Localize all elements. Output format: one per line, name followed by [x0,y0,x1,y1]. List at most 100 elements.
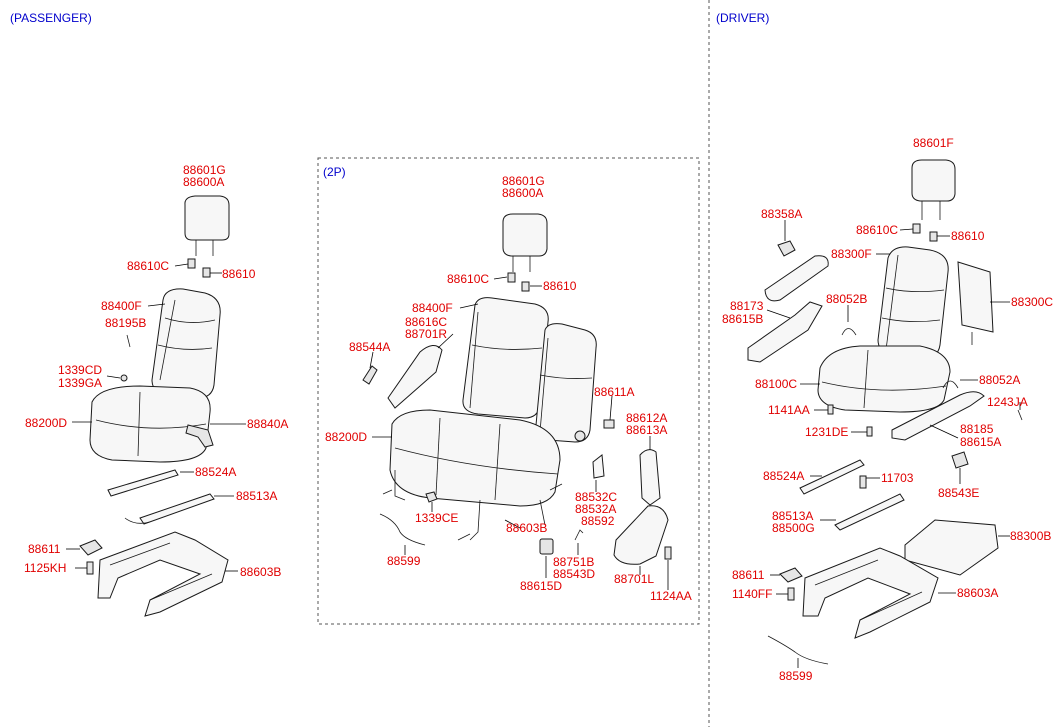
part-label: 88200D [325,430,367,444]
part-label: 88600A [183,175,224,189]
two-p-frame [394,470,546,541]
driver-cover [779,567,803,583]
part-label: 1125KH [24,561,66,575]
driver-arm-trim [747,301,823,363]
part-label: 88615D [520,579,562,593]
part-label: 88610 [951,229,985,243]
two-p-side-panel [387,345,443,409]
driver-side-trim [891,391,985,441]
two-p-headrest [502,213,548,257]
passenger-seat-back [151,288,221,399]
part-label: 88611 [28,542,61,556]
part-label: 88610C [127,259,169,273]
part-label: 1231DE [805,425,848,439]
two-p-latch [362,365,378,385]
part-label: 88300C [1011,295,1053,309]
part-label: 88543E [938,486,979,500]
two-p-bracket [592,454,605,479]
part-label: 1124AA [650,589,692,603]
part-label: 88599 [387,554,421,568]
part-label: 88612A [626,411,667,425]
passenger-guide-right [202,267,211,278]
two-p-seat-back-right [535,323,597,443]
passenger-cover [79,539,103,556]
passenger-labels: 88601G 88600A 88610C 88610 88400F 88195B… [24,163,288,579]
passenger-leader-lines [66,263,246,572]
part-label: 88615A [960,435,1001,449]
part-label: 88500G [772,521,815,535]
driver-guide-left [912,223,921,234]
driver-seat-back [877,246,949,359]
passenger-cushion [89,385,211,463]
driver-headrest [911,159,956,202]
two-p-clip [603,419,615,429]
part-label: 88052A [979,373,1020,387]
driver-armrest [764,255,829,302]
part-label: 88603B [240,565,281,579]
driver-pad [957,261,994,333]
driver-bolt [859,475,867,489]
part-label: 88592 [581,514,615,528]
driver-clip [841,328,857,336]
two-p-guide-right [521,281,530,292]
part-label: 88200D [25,416,67,430]
two-p-hinge-cover [639,449,661,506]
passenger-recline-handle [185,424,214,448]
driver-rail-upper [799,459,865,495]
two-p-cable [379,513,426,546]
part-label: 88532A [575,502,616,516]
driver-leader-lines [766,220,1021,668]
part-label: 88610C [856,223,898,237]
passenger-headrest [184,195,230,241]
part-label: 88611 [732,568,765,582]
section-title-2p: (2P) [323,165,346,179]
part-label: 88610 [543,279,577,293]
driver-frame [802,547,939,639]
passenger-frame [97,531,229,617]
two-p-bench-assembly [362,213,672,565]
two-p-seat-back-left [462,297,549,419]
part-label: 1339CD [58,363,102,377]
part-label: 88603A [957,586,998,600]
passenger-seat-assembly [79,195,230,617]
driver-screw-c [787,587,795,601]
two-p-labels: 88601G 88600A 88610C 88610 88400F 88616C… [325,174,692,603]
two-p-cover [539,538,554,555]
part-label: 1140FF [732,587,772,601]
part-label: 88100C [755,377,797,391]
passenger-rail-lower [139,493,215,525]
driver-guide-right [929,231,938,242]
driver-screw [827,404,834,415]
driver-rail-lower [834,493,905,531]
passenger-guide-left [187,258,196,269]
part-label: 1141AA [768,403,810,417]
part-label: 88400F [101,299,142,313]
part-label: 88601F [913,136,954,150]
part-label: 88610 [222,267,256,281]
driver-clip-b [942,380,959,389]
part-label: 88701L [614,572,654,586]
part-label: 88052B [826,292,867,306]
part-label: 88615B [722,312,763,326]
driver-switch [951,451,969,469]
part-label: 88185 [960,422,994,436]
two-p-nut [425,491,438,503]
part-label: 88601G [183,163,226,177]
part-label: 88840A [247,417,288,431]
part-label: 88701R [405,327,447,341]
part-label: 1243JA [987,395,1028,409]
section-title-passenger: (PASSENGER) [10,11,92,25]
passenger-bolt [120,374,128,382]
part-label: 88610C [447,272,489,286]
driver-cable [767,635,829,665]
two-p-pin [574,529,584,541]
two-p-group-box [317,157,700,625]
part-label: 88358A [761,207,802,221]
two-p-side-cover [613,505,669,565]
part-label: 88300B [1010,529,1051,543]
part-label: 88603B [506,521,547,535]
driver-pin [1017,409,1023,421]
passenger-lever [126,334,131,348]
part-label: 88195B [105,316,146,330]
part-label: 1339GA [58,376,102,390]
